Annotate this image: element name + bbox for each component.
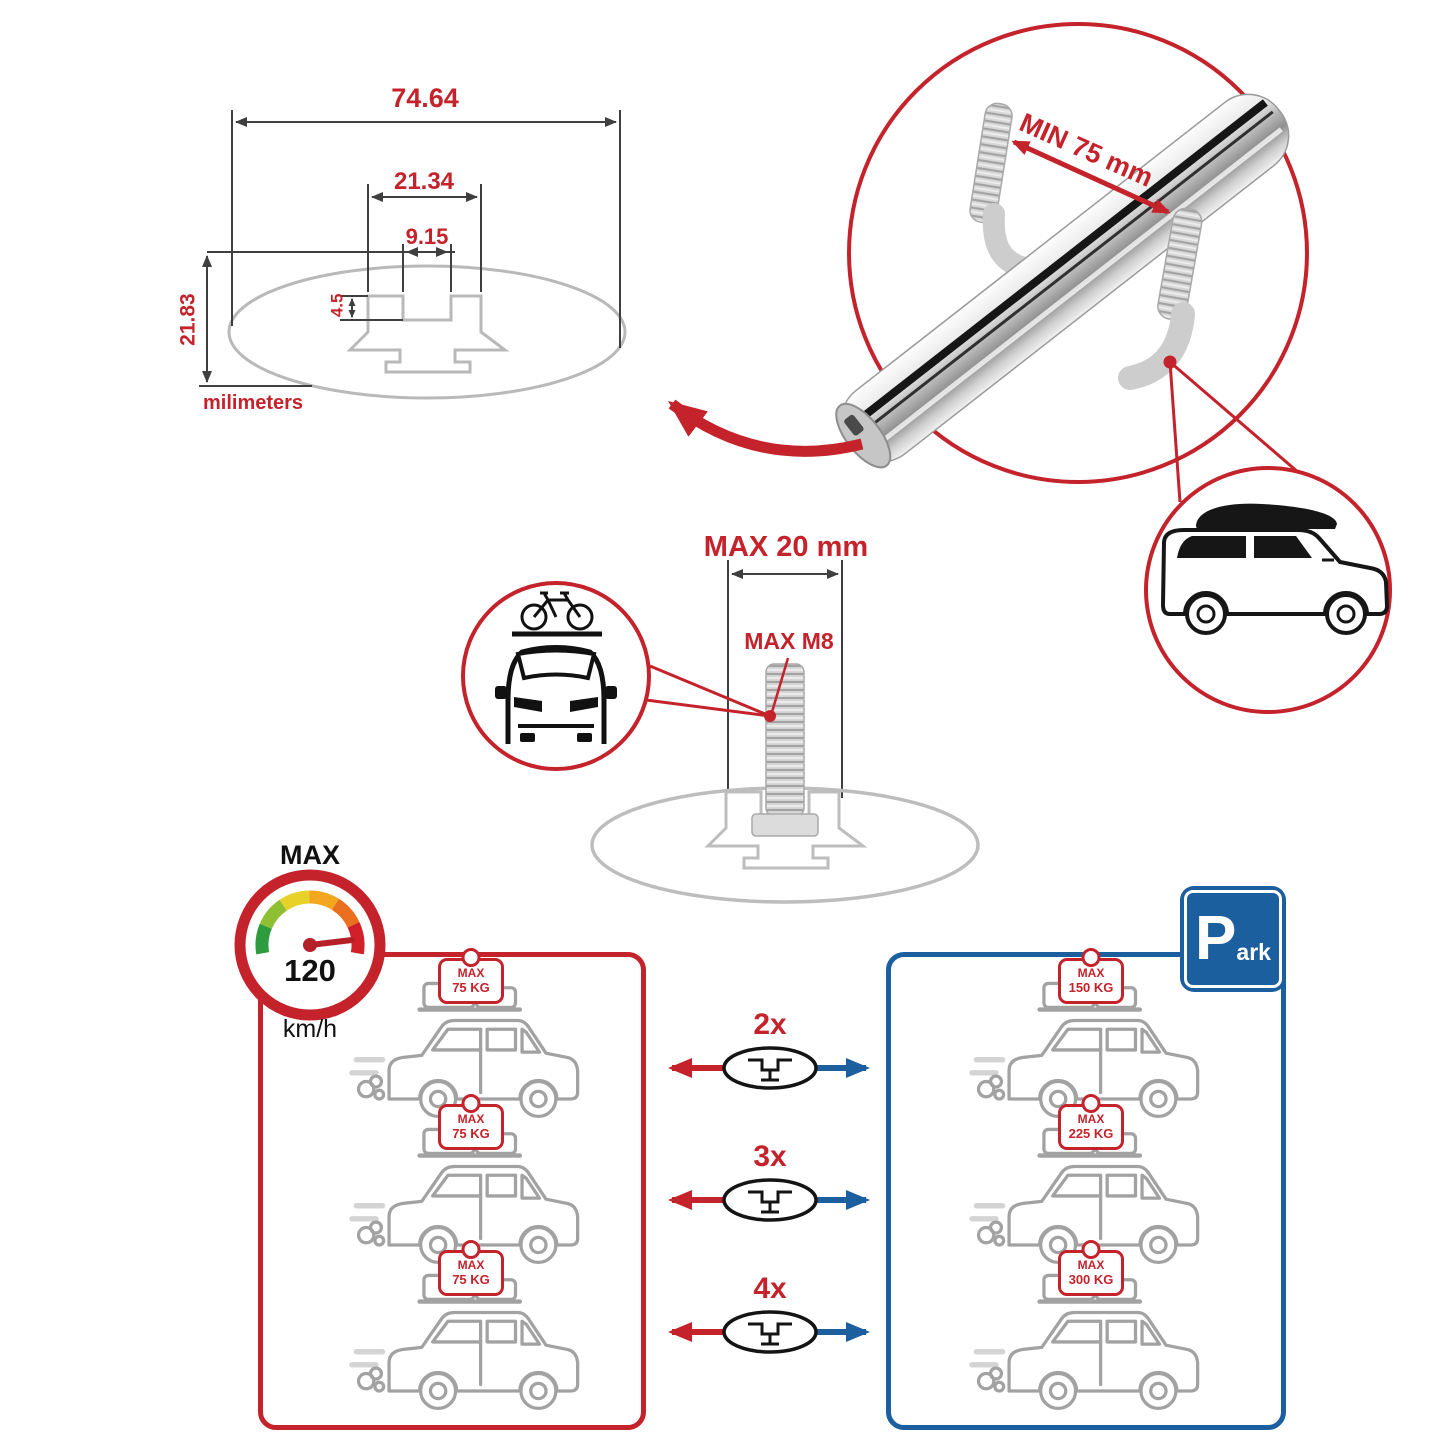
load-tag: MAX 75 KG: [438, 958, 504, 1004]
load-tag-label: MAX: [457, 1258, 485, 1272]
load-tag: MAX 225 KG: [1058, 1104, 1124, 1150]
load-tag-label: MAX: [457, 1112, 485, 1126]
park-sign-suffix: ark: [1236, 938, 1271, 965]
profile-cross-section-drawing: [199, 110, 627, 400]
parked-load-frame: [886, 952, 1286, 1430]
max-thread-label: MAX M8: [744, 628, 834, 654]
callout-arrow: [668, 399, 864, 457]
dim-total-height: 21.83: [176, 293, 200, 346]
load-tag-weight: 75 KG: [452, 1272, 490, 1288]
speed-max-label: MAX: [280, 840, 340, 870]
speed-unit: km/h: [282, 1015, 338, 1043]
car-front-bike-circle: [461, 581, 651, 771]
park-sign-letter: P: [1195, 904, 1237, 973]
dim-slot-outer-width: 21.34: [393, 168, 455, 195]
park-sign: P ark: [1180, 886, 1286, 992]
crossbar-photo-circle: [668, 22, 1357, 524]
quantity-arrow-row-1: [668, 1046, 870, 1090]
quantity-arrow-row-3: [668, 1310, 870, 1354]
min-grip-label: MIN 75 mm: [1015, 107, 1158, 193]
units-label: milimeters: [203, 392, 304, 414]
load-tag: MAX 75 KG: [438, 1104, 504, 1150]
multiplier-4x: 4x: [753, 1272, 787, 1305]
bolt-assembly: [590, 560, 980, 904]
load-tag-label: MAX: [1077, 966, 1105, 980]
multiplier-3x: 3x: [753, 1140, 787, 1173]
threaded-hook-b-icon: [1157, 207, 1203, 321]
load-tag-weight: 300 KG: [1068, 1272, 1114, 1288]
suv-roofbox-circle: [1144, 466, 1392, 714]
load-tag: MAX 300 KG: [1058, 1250, 1124, 1296]
max-bolt-length-label: MAX 20 mm: [703, 531, 869, 563]
load-tag: MAX 75 KG: [438, 1250, 504, 1296]
load-tag-weight: 225 KG: [1068, 1126, 1114, 1142]
speed-value: 120: [284, 953, 336, 988]
load-tag: MAX 150 KG: [1058, 958, 1124, 1004]
load-tag-label: MAX: [1077, 1112, 1105, 1126]
dim-total-width: 74.64: [391, 83, 459, 113]
dim-slot-depth: 4.5: [327, 293, 347, 318]
multiplier-2x: 2x: [753, 1008, 787, 1041]
load-tag-weight: 75 KG: [452, 980, 490, 996]
park-sign-inner: P ark: [1184, 890, 1282, 988]
dim-slot-inner-width: 9.15: [405, 224, 449, 249]
load-tag-weight: 75 KG: [452, 1126, 490, 1142]
load-tag-label: MAX: [1077, 1258, 1105, 1272]
load-tag-weight: 150 KG: [1068, 980, 1114, 996]
load-tag-label: MAX: [457, 966, 485, 980]
bike-icon: [520, 591, 594, 631]
threaded-hook-a-icon: [969, 102, 1013, 224]
quantity-arrow-row-2: [668, 1178, 870, 1222]
threaded-bolt-icon: [765, 663, 805, 817]
roof-box-icon: [1196, 503, 1337, 529]
